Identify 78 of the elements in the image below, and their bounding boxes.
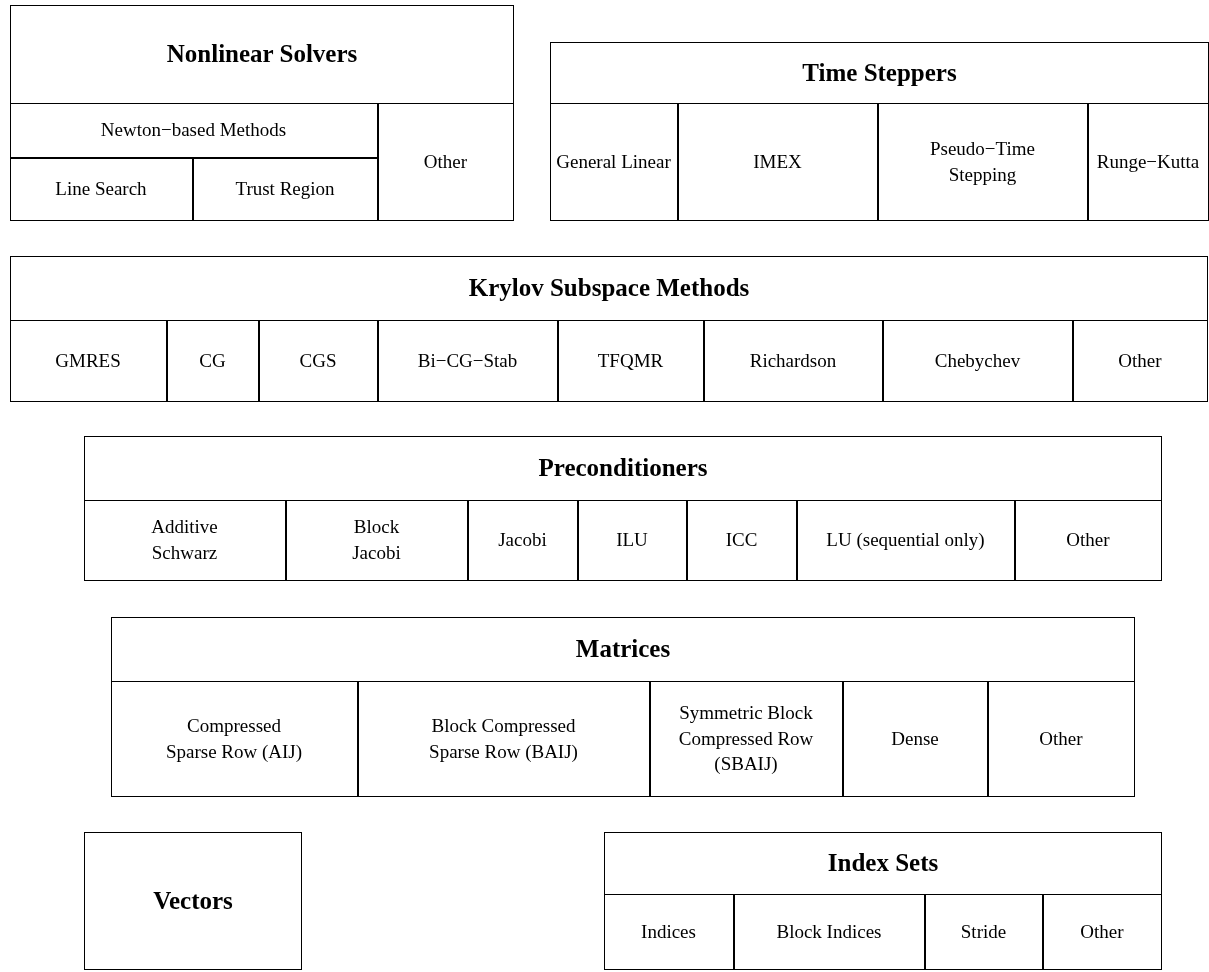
cell-label: Other: [1039, 726, 1083, 751]
cell-label: TFQMR: [597, 348, 664, 373]
panel-title: Vectors: [153, 887, 233, 915]
group-panel: [84, 832, 302, 970]
cell-label: Additive Schwarz: [150, 515, 219, 565]
cell-label: Richardson: [749, 348, 837, 373]
cell-label: Line Search: [55, 177, 147, 202]
table-cell: [882, 319, 1073, 402]
table-cell: [377, 319, 558, 402]
table-cell: [649, 680, 843, 797]
panel-title: Matrices: [575, 635, 671, 664]
group-panel: [10, 256, 1208, 402]
panel-title: Krylov Subspace Methods: [468, 274, 750, 303]
table-cell: [1014, 499, 1162, 581]
table-cell: [9, 319, 167, 402]
table-cell: [377, 102, 514, 221]
table-cell: [285, 499, 468, 581]
group-panel: [604, 832, 1162, 970]
table-cell: [166, 319, 259, 402]
table-cell: [258, 319, 378, 402]
cell-label: Other: [1080, 919, 1124, 944]
group-panel: [550, 42, 1209, 221]
cell-label: Jacobi: [498, 528, 547, 553]
cell-label: Block Jacobi: [351, 515, 402, 565]
cell-label: Other: [423, 149, 468, 174]
cell-label: Symmetric Block Compressed Row (SBAIJ): [677, 701, 815, 777]
table-cell: [9, 157, 193, 221]
cell-label: Pseudo−Time Stepping: [928, 136, 1036, 187]
table-cell: [467, 499, 578, 581]
cell-label: Newton−based Methods: [100, 118, 287, 143]
cell-label: Block Compressed Sparse Row (BAIJ): [428, 713, 579, 764]
table-cell: [577, 499, 687, 581]
panel-title: Preconditioners: [538, 454, 708, 483]
cell-label: CGS: [299, 348, 337, 373]
table-cell: [877, 102, 1088, 221]
panel-title: Nonlinear Solvers: [166, 40, 358, 69]
table-cell: [83, 499, 286, 581]
table-cell: [603, 893, 734, 970]
table-cell: [987, 680, 1135, 797]
table-cell: [677, 102, 878, 221]
table-cell: [1087, 102, 1209, 221]
table-cell: [557, 319, 704, 402]
group-panel: [10, 5, 514, 221]
table-cell: [733, 893, 925, 970]
cell-label: ILU: [616, 528, 648, 553]
table-cell: [9, 102, 378, 158]
table-cell: [110, 680, 358, 797]
table-cell: [924, 893, 1043, 970]
cell-label: General Linear: [556, 149, 671, 174]
cell-label: Dense: [891, 726, 939, 751]
table-cell: [549, 102, 678, 221]
table-cell: [796, 499, 1015, 581]
cell-label: Other: [1066, 528, 1110, 553]
cell-label: GMRES: [55, 348, 121, 373]
cell-label: LU (sequential only): [826, 528, 985, 553]
table-cell: [1072, 319, 1208, 402]
cell-label: Bi−CG−Stab: [417, 348, 518, 373]
cell-label: Stride: [960, 919, 1007, 944]
panel-title: Time Steppers: [802, 58, 957, 87]
table-cell: [357, 680, 650, 797]
cell-label: Other: [1118, 348, 1162, 373]
cell-label: Block Indices: [776, 919, 882, 944]
table-cell: [703, 319, 883, 402]
cell-label: ICC: [725, 528, 758, 553]
cell-label: Runge−Kutta: [1096, 149, 1200, 174]
table-cell: [1042, 893, 1162, 970]
cell-label: CG: [199, 348, 226, 373]
table-cell: [686, 499, 797, 581]
cell-label: IMEX: [753, 149, 802, 174]
table-cell: [192, 157, 378, 221]
cell-label: Indices: [641, 919, 696, 944]
panel-title: Index Sets: [827, 849, 939, 878]
cell-label: Trust Region: [235, 177, 335, 202]
cell-label: Chebychev: [934, 348, 1021, 373]
group-panel: [84, 436, 1162, 581]
cell-label: Compressed Sparse Row (AIJ): [164, 713, 304, 764]
group-panel: [111, 617, 1135, 797]
table-cell: [842, 680, 988, 797]
